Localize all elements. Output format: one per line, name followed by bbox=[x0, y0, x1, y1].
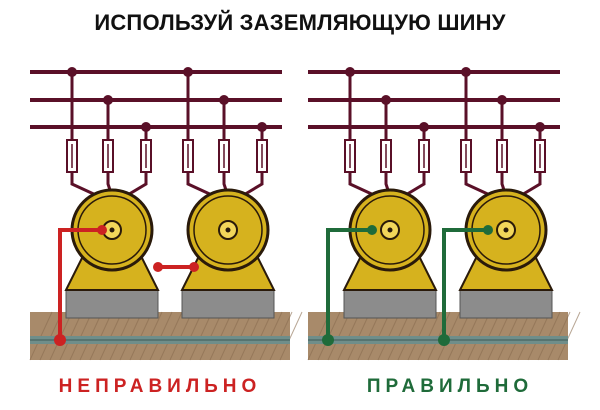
soil-hatch bbox=[279, 311, 303, 361]
ground-terminal bbox=[153, 262, 163, 272]
ground-connection bbox=[438, 334, 450, 346]
ground-terminal bbox=[483, 225, 493, 235]
junction-dot bbox=[345, 67, 355, 77]
ground-wire bbox=[442, 228, 488, 340]
feed-wire bbox=[403, 172, 426, 198]
soil-hatch bbox=[557, 311, 581, 361]
feed-wire bbox=[348, 172, 377, 198]
ground-terminal bbox=[97, 225, 107, 235]
busbar bbox=[308, 70, 560, 74]
feed-wire bbox=[186, 172, 215, 198]
ground-terminal bbox=[189, 262, 199, 272]
busbar bbox=[308, 125, 560, 129]
motor-base bbox=[65, 289, 159, 319]
junction-dot bbox=[103, 95, 113, 105]
motor-shaft-center bbox=[503, 227, 509, 233]
junction-dot bbox=[535, 122, 545, 132]
ground-wire bbox=[326, 228, 372, 340]
busbar bbox=[30, 98, 282, 102]
feed-wire bbox=[519, 172, 542, 198]
junction-dot bbox=[141, 122, 151, 132]
caption-wrong: НЕПРАВИЛЬНО bbox=[58, 376, 262, 397]
ground-connection bbox=[54, 334, 66, 346]
poster-title: ИСПОЛЬЗУЙ ЗАЗЕМЛЯЮЩУЮ ШИНУ bbox=[94, 10, 506, 35]
feed-wire bbox=[70, 172, 99, 198]
motor-base bbox=[181, 289, 275, 319]
motor-shaft-center bbox=[387, 227, 393, 233]
busbar bbox=[30, 125, 282, 129]
motor-rim bbox=[193, 195, 263, 265]
junction-dot bbox=[461, 67, 471, 77]
panel-wrong bbox=[29, 67, 303, 361]
motor-base bbox=[343, 289, 437, 319]
feed-wire bbox=[464, 172, 493, 198]
junction-dot bbox=[183, 67, 193, 77]
caption-right: ПРАВИЛЬНО bbox=[366, 376, 534, 397]
motor-shaft-center bbox=[109, 227, 115, 233]
busbar bbox=[30, 70, 282, 74]
junction-dot bbox=[419, 122, 429, 132]
busbar bbox=[308, 98, 560, 102]
motor-shaft-center bbox=[225, 227, 231, 233]
junction-dot bbox=[219, 95, 229, 105]
ground-connection bbox=[322, 334, 334, 346]
feed-wire bbox=[241, 172, 264, 198]
junction-dot bbox=[257, 122, 267, 132]
feed-wire bbox=[125, 172, 148, 198]
junction-dot bbox=[67, 67, 77, 77]
ground-terminal bbox=[367, 225, 377, 235]
panel-right bbox=[307, 67, 581, 361]
junction-dot bbox=[381, 95, 391, 105]
junction-dot bbox=[497, 95, 507, 105]
motor-base bbox=[459, 289, 553, 319]
ground-wire bbox=[58, 228, 102, 340]
